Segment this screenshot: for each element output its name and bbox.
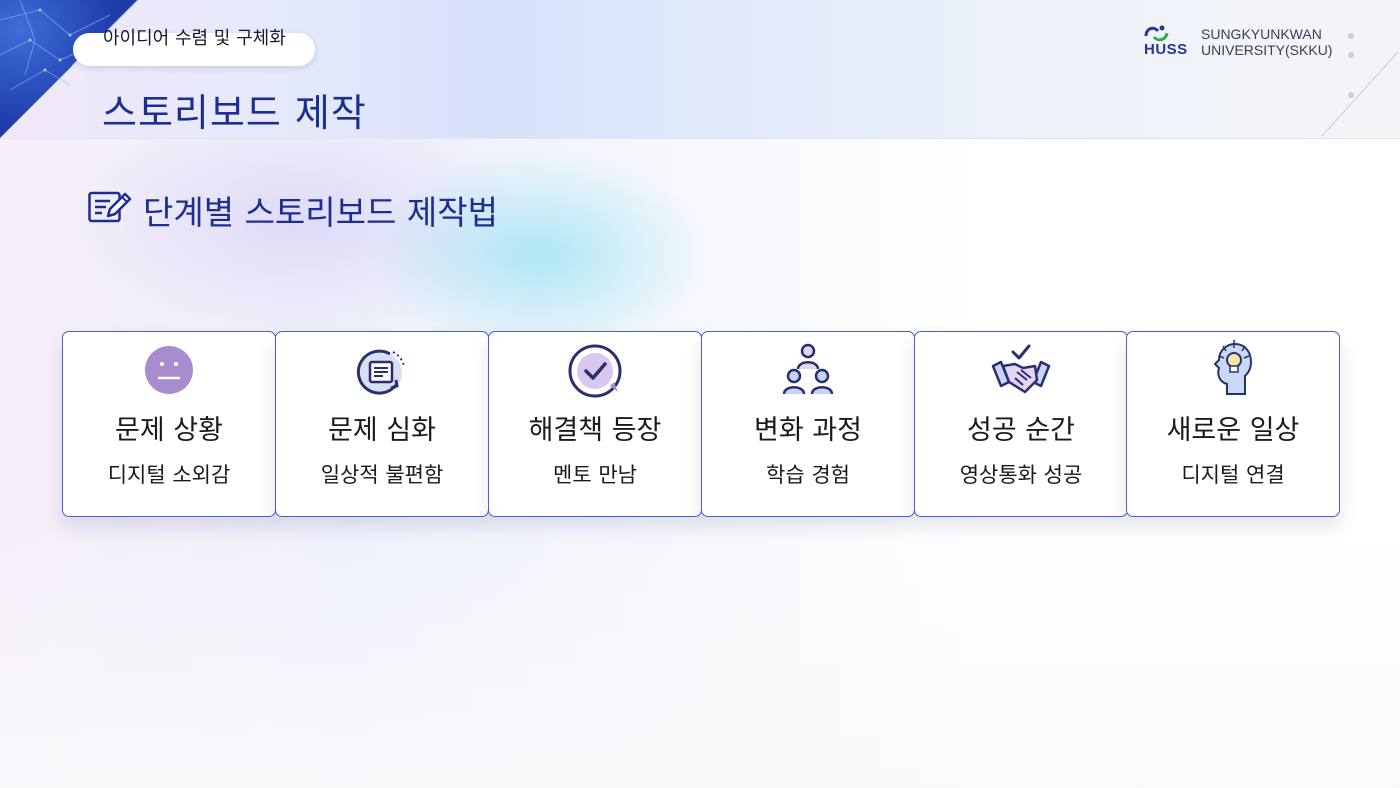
document-cycle-icon [356, 349, 405, 395]
people-group-icon [782, 343, 834, 395]
edit-note-icon [88, 191, 132, 223]
header-diagonal-line [1321, 51, 1399, 137]
step-title: 성공 순간 [967, 415, 1075, 446]
neutral-face-icon [145, 346, 193, 394]
step-title: 문제 상황 [115, 415, 223, 446]
page-title: 스토리보드 제작 [102, 91, 367, 135]
step-title: 해결책 등장 [528, 415, 662, 446]
university-name: SUNGKYUNKWAN UNIVERSITY(SKKU) [1201, 26, 1332, 58]
step-subtitle: 멘토 만남 [553, 463, 637, 487]
head-lightbulb-icon [1213, 340, 1253, 395]
step-card: 변화 과정 학습 경험 [701, 331, 915, 517]
step-title: 새로운 일상 [1166, 415, 1300, 446]
section-title: 단계별 스토리보드 제작법 [143, 193, 498, 232]
step-title: 문제 심화 [328, 415, 436, 446]
step-subtitle: 일상적 불편함 [320, 463, 444, 487]
step-subtitle: 학습 경험 [766, 463, 850, 487]
storyboard-steps: 문제 상황 디지털 소외감 문제 심화 일상적 불편함 [62, 331, 1340, 517]
step-subtitle: 디지털 소외감 [107, 463, 231, 487]
step-subtitle: 영상통화 성공 [959, 463, 1083, 487]
step-card: 문제 상황 디지털 소외감 [62, 331, 276, 517]
step-card: 성공 순간 영상통화 성공 [914, 331, 1128, 517]
step-card: 해결책 등장 멘토 만남 [488, 331, 702, 517]
decor-dot [1348, 92, 1354, 98]
background-lower-fade [0, 520, 1400, 788]
step-card: 새로운 일상 디지털 연결 [1126, 331, 1340, 517]
step-title: 변화 과정 [754, 415, 862, 446]
category-pill: 아이디어 수렴 및 구체화 [73, 28, 315, 66]
university-name-line1: SUNGKYUNKWAN [1201, 26, 1322, 42]
huss-symbol-icon [1144, 25, 1169, 42]
category-pill-label: 아이디어 수렴 및 구체화 [103, 28, 286, 49]
header-band [0, 0, 1400, 139]
huss-wordmark: HUSS [1144, 41, 1188, 58]
university-name-line2: UNIVERSITY(SKKU) [1201, 42, 1333, 58]
handshake-check-icon [991, 344, 1051, 394]
check-badge-icon [568, 344, 622, 398]
university-logo: HUSS SUNGKYUNKWAN UNIVERSITY(SKKU) [1140, 22, 1340, 66]
decor-dot [1348, 52, 1354, 58]
step-subtitle: 디지털 연결 [1181, 463, 1285, 487]
decor-dot [1348, 33, 1354, 39]
step-card: 문제 심화 일상적 불편함 [275, 331, 489, 517]
